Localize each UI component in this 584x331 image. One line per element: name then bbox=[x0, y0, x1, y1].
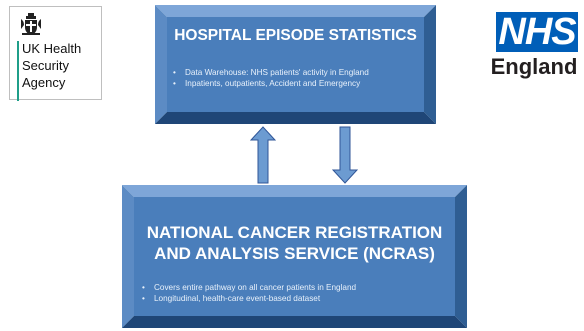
up-arrow-icon bbox=[250, 126, 276, 184]
ukhsa-name: UK Health Security Agency bbox=[22, 40, 81, 91]
ukhsa-name-line: Agency bbox=[22, 75, 66, 90]
hes-bullet: Data Warehouse: NHS patients' activity i… bbox=[173, 67, 369, 78]
royal-crest-icon bbox=[21, 13, 41, 35]
ncras-title-line: AND ANALYSIS SERVICE (NCRAS) bbox=[154, 244, 435, 263]
ukhsa-accent-bar bbox=[17, 41, 19, 101]
ukhsa-logo: UK Health Security Agency bbox=[9, 6, 102, 101]
hes-box-bevel bbox=[155, 5, 436, 124]
hes-bullet: Inpatients, outpatients, Accident and Em… bbox=[173, 78, 369, 89]
ncras-box: NATIONAL CANCER REGISTRATION AND ANALYSI… bbox=[122, 185, 467, 328]
ukhsa-name-line: UK Health bbox=[22, 41, 82, 56]
hes-bullet-list: Data Warehouse: NHS patients' activity i… bbox=[173, 67, 369, 89]
ncras-title: NATIONAL CANCER REGISTRATION AND ANALYSI… bbox=[122, 222, 467, 264]
ncras-title-line: NATIONAL CANCER REGISTRATION bbox=[146, 223, 443, 242]
hes-box: HOSPITAL EPISODE STATISTICS Data Warehou… bbox=[155, 5, 436, 124]
ncras-bullet: Covers entire pathway on all cancer pati… bbox=[142, 282, 356, 293]
ncras-bullet-list: Covers entire pathway on all cancer pati… bbox=[142, 282, 356, 304]
down-arrow-icon bbox=[332, 126, 358, 184]
ukhsa-name-line: Security bbox=[22, 58, 69, 73]
hes-title: HOSPITAL EPISODE STATISTICS bbox=[174, 27, 417, 44]
nhs-region: England bbox=[490, 54, 578, 79]
ncras-bullet: Longitudinal, health-care event-based da… bbox=[142, 293, 356, 304]
nhs-england-logo: NHS England bbox=[488, 10, 580, 90]
nhs-mark: NHS bbox=[496, 12, 578, 52]
